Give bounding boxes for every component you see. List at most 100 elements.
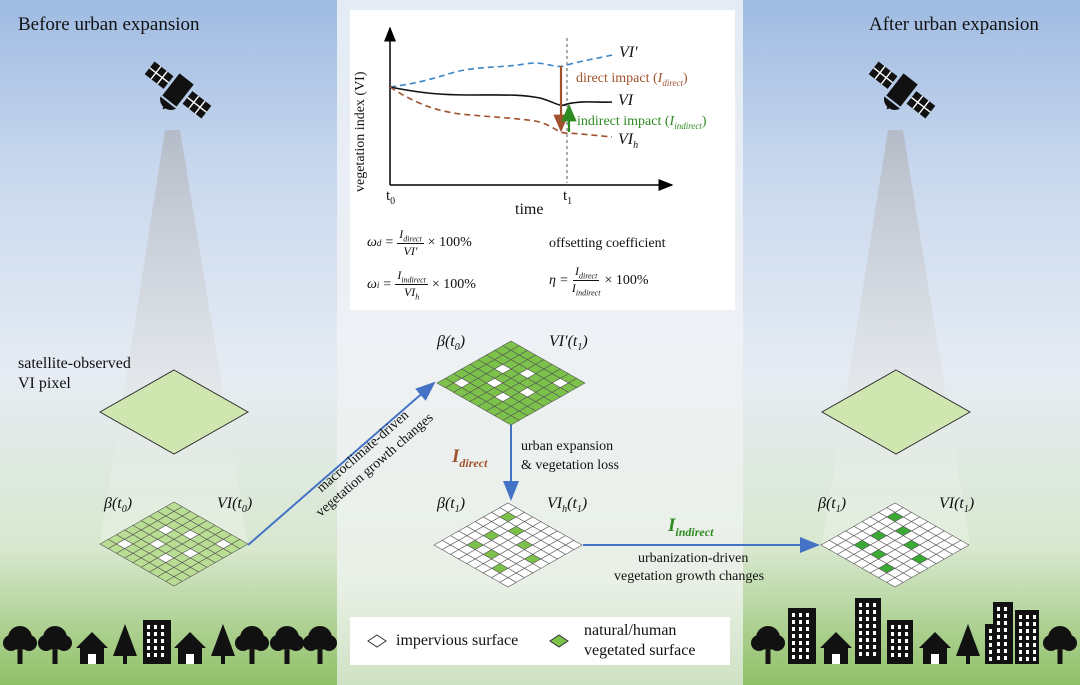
satellite-icon [868, 61, 936, 119]
omega-d-symbol: ω [367, 235, 377, 251]
left-vi-pixel [98, 369, 250, 455]
eta-den-sub: indirect [575, 288, 601, 298]
vih-label: VIh [618, 131, 638, 151]
pine-tree-icon [113, 624, 137, 664]
omega-d-equals: = [385, 235, 394, 251]
label-vi-t1: VI(t1) [939, 495, 974, 515]
omega-i-symbol: ω [367, 276, 377, 292]
omega-d-numerator: Idirect [397, 227, 424, 245]
macroclimate-arrow [247, 381, 436, 546]
grid-cell [886, 577, 904, 588]
house-icon [174, 632, 206, 664]
eta-den-sym: I [571, 281, 576, 296]
beta-t1-mid-text: β(t [437, 495, 455, 512]
beta-t0-mid-sub: 0 [454, 342, 460, 354]
omega-d-fraction: Idirect VI′ [397, 227, 424, 259]
urbanization-label-line1: urbanization-driven [638, 551, 749, 566]
vi-t1-sub: 1 [963, 504, 969, 516]
beta-t1-right-sub: 1 [835, 504, 841, 516]
label-beta-t0: β(t0) [104, 495, 132, 515]
i-direct-sym: I [452, 446, 460, 467]
direct-impact-label: direct impact (Idirect) [576, 71, 688, 88]
vih-t1-text: VI [547, 495, 563, 512]
house-icon [76, 632, 108, 664]
tree-icon [751, 626, 785, 664]
house-icon [919, 632, 951, 664]
eta-numerator: Idirect [572, 264, 600, 282]
chart-xlabel: time [515, 201, 544, 218]
direct-impact-sub: direct [662, 77, 683, 88]
vi-t1-close: ) [968, 495, 975, 512]
urban-label-line2: & vegetation loss [521, 458, 619, 473]
tree-icon [270, 626, 304, 664]
right-satellite-beam [822, 130, 970, 545]
legend-vegetated-line1: natural/human [584, 622, 677, 639]
pixel-label-line2: VI pixel [18, 375, 71, 392]
omega-d-denominator: VI′ [403, 244, 418, 259]
grid-vih-t1 [433, 502, 583, 588]
indirect-impact-close: ) [701, 114, 707, 129]
tree-icon [1043, 626, 1077, 664]
tick-t0: t0 [386, 188, 395, 207]
vih-t1-hsub: h [562, 504, 568, 516]
beta-t0-mid-close: ) [459, 333, 466, 350]
grid-vi-prime-t1 [436, 340, 586, 426]
eta-equals: = [559, 272, 568, 288]
tick-t1-text: t [563, 188, 568, 204]
omega-d-sub: d [376, 238, 382, 249]
beta-t0-close: ) [126, 495, 133, 512]
vih-label-sub: h [633, 140, 639, 152]
legend-vegetated-line2: vegetated surface [584, 642, 696, 659]
eta-denominator: Iindirect [572, 281, 601, 297]
i-indirect-label: Iindirect [668, 515, 713, 540]
legend-box [350, 617, 730, 665]
pine-tree-icon [211, 624, 235, 664]
vi-prime-t1-sub: 1 [577, 342, 583, 354]
indirect-impact-sym: I [669, 114, 675, 129]
indirect-impact-sub: indirect [674, 120, 702, 131]
tree-icon [3, 626, 37, 664]
omega-i-den-text: VI [403, 285, 416, 300]
macro-label-line2: vegetation growth changes [313, 411, 436, 521]
direct-impact-text: direct impact ( [576, 71, 658, 86]
vi-t1-text: VI(t [939, 495, 964, 512]
beta-t1-mid-close: ) [459, 495, 466, 512]
tree-icon [235, 626, 269, 664]
ground-icons-after [751, 598, 1077, 664]
grid-vi-t1 [820, 502, 970, 588]
omega-i-times: × 100% [431, 276, 476, 292]
tick-t0-text: t [386, 188, 391, 204]
left-satellite-beam [100, 130, 248, 545]
eta-num-sub: direct [578, 271, 598, 281]
building-icon [788, 608, 816, 664]
building-icon [887, 620, 913, 664]
eta-symbol: η [549, 272, 556, 288]
eta-formula: η = Idirect Iindirect × 100% [549, 264, 649, 298]
vi-t0-sub: 0 [241, 504, 247, 516]
vih-label-text: VI [618, 131, 634, 148]
i-indirect-sym: I [668, 515, 676, 536]
building-icon [855, 598, 881, 664]
omega-i-num-sub: indirect [401, 275, 426, 285]
tick-t0-sub: 0 [390, 196, 396, 207]
vi-chart [384, 26, 674, 191]
eta-num-sym: I [574, 264, 579, 278]
satellite-icon [144, 61, 212, 119]
direct-impact-close: ) [682, 71, 688, 86]
i-indirect-sub: indirect [675, 524, 714, 539]
omega-d-num-sub: direct [403, 234, 422, 244]
omega-i-den-sub: h [415, 292, 420, 302]
building-icon [1015, 610, 1039, 664]
label-beta-t1-mid: β(t1) [437, 495, 465, 515]
right-panel-title: After urban expansion [869, 14, 1039, 35]
right-vi-pixel [820, 369, 972, 455]
pixel-label-line1: satellite-observed [18, 355, 131, 372]
omega-i-sub: i [376, 279, 380, 290]
beta-t1-mid-sub: 1 [454, 504, 460, 516]
omega-d-times: × 100% [427, 235, 472, 251]
grid-beta-t0 [99, 501, 249, 587]
vi-series [389, 86, 613, 107]
indirect-impact-text: indirect impact ( [577, 114, 670, 129]
direct-impact-sym: I [657, 71, 663, 86]
